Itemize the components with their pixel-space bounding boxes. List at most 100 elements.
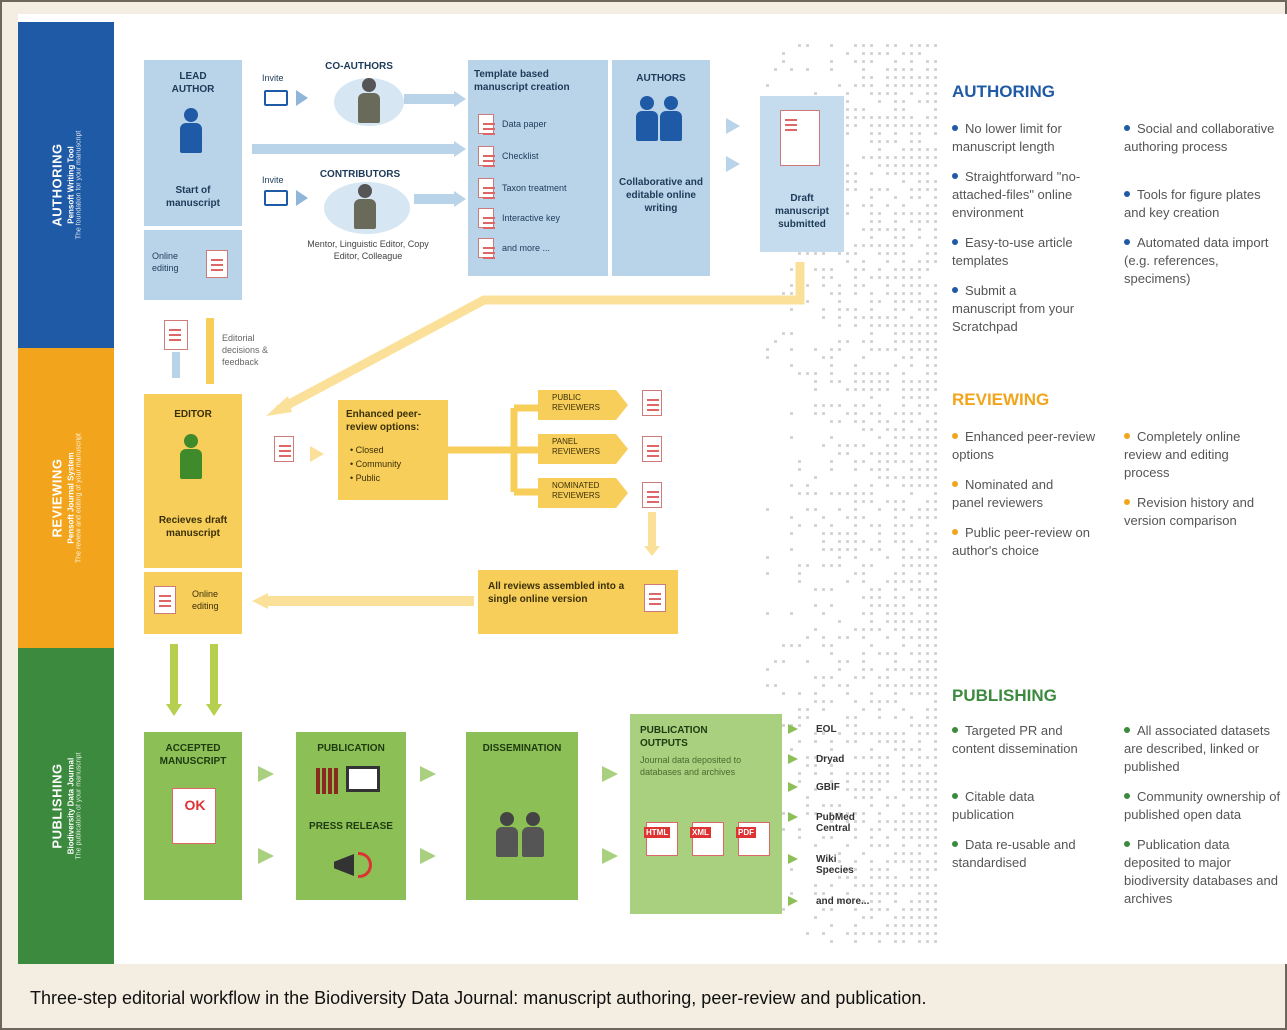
reviewers-tag-1-point — [616, 390, 628, 420]
reviewers-tag-2-point — [616, 434, 628, 464]
collab-label: Collaborative and editable online writin… — [619, 177, 703, 214]
accepted-box: ACCEPTED MANUSCRIPT OK — [144, 732, 242, 900]
reviewing-band-desc: The review and editing of your manuscrip… — [75, 433, 83, 563]
target-dryad: Dryad — [816, 754, 845, 765]
online-editing-box-a: Online editing — [144, 230, 242, 300]
audience-icon-2 — [522, 812, 544, 857]
authors-label: AUTHORS — [636, 73, 686, 84]
html-format-label: HTML — [644, 827, 671, 838]
down-arrow-to-editor — [172, 352, 180, 378]
publishing-heading: PUBLISHING — [952, 686, 1057, 705]
press-label: PRESS RELEASE — [309, 821, 393, 832]
draft-label: Draft manuscript submitted — [775, 193, 829, 230]
editor-label: EDITOR — [174, 409, 212, 420]
lead-author-box: LEAD AUTHOR Start of manuscript — [144, 60, 242, 226]
flow-arrowhead-contributors — [454, 191, 466, 207]
authoring-col2-text-3: Automated data import (e.g. references, … — [1124, 235, 1269, 286]
authoring-heading: AUTHORING — [952, 82, 1055, 101]
reviewing-col2-item-1: Completely online review and editing pro… — [1124, 428, 1274, 482]
outputs-desc: Journal data deposited to databases and … — [640, 755, 742, 777]
template-doc-icon-2 — [478, 146, 495, 166]
authoring-col1-item-4: Submit a manuscript from your Scratchpad — [952, 282, 1082, 336]
up-arrow-feedback — [206, 318, 214, 384]
target-more: and more... — [816, 896, 870, 907]
authoring-col1-item-2: Straightforward "no-attached-files" onli… — [952, 168, 1102, 222]
reviewers-label-1: PUBLIC REVIEWERS — [552, 393, 601, 412]
reviews-down-arrowhead — [644, 546, 660, 556]
flow-arrow-contributors — [414, 194, 456, 204]
co-author-person-icon — [358, 78, 380, 123]
online-editing-label-a: Online editing — [152, 251, 179, 273]
authoring-col1-item-3: Easy-to-use article templates — [952, 234, 1102, 270]
reviewing-col1-item-3: Public peer-review on author's choice — [952, 524, 1102, 560]
dot-pattern — [766, 44, 937, 943]
reviews-to-editor-arrowhead — [252, 593, 268, 609]
pub-arrow-1a — [258, 766, 274, 782]
authors-icon-2 — [660, 96, 682, 141]
outputs-box: PUBLICATION OUTPUTS Journal data deposit… — [630, 714, 782, 914]
reviewing-col1-text-2: Nominated and panel reviewers — [952, 477, 1054, 510]
template-item-1: Data paper — [502, 119, 547, 129]
pub-arrow-2a — [420, 766, 436, 782]
reviews-down-line — [648, 512, 656, 546]
reviewing-band-tool: Pensoft Journal System — [66, 452, 76, 544]
editorial-label: Editorial decisions & feedback — [222, 333, 269, 367]
pdf-format-label: PDF — [736, 827, 756, 838]
publishing-col1-item-3: Data re-usable and standardised — [952, 836, 1112, 872]
review-edit-document-icon — [154, 586, 176, 614]
reviewing-col1-text-3: Public peer-review on author's choice — [952, 525, 1091, 558]
target-arrow-4 — [788, 812, 798, 822]
all-reviews-doc-icon — [644, 584, 666, 612]
flow-arrowhead-main — [454, 141, 466, 157]
envelope-icon-1 — [264, 90, 288, 106]
reviewing-band-title: REVIEWING — [49, 458, 65, 538]
options-title: Enhanced peer-review options: — [346, 409, 422, 433]
publishing-col2-item-3: Publication data deposited to major biod… — [1124, 836, 1286, 908]
dissemination-box: DISSEMINATION — [466, 732, 578, 900]
reviewers-tag-2: PANEL REVIEWERS — [538, 434, 616, 464]
publishing-col2-text-2: Community ownership of published open da… — [1124, 789, 1281, 822]
publishing-col2-text-1: All associated datasets are described, l… — [1124, 723, 1270, 774]
html-file-icon: HTML — [644, 822, 678, 856]
authoring-col1-text-3: Easy-to-use article templates — [952, 235, 1073, 268]
pub-arrow-3b — [602, 848, 618, 864]
reviewing-heading: REVIEWING — [952, 390, 1050, 409]
authoring-col2-item-2: Tools for figure plates and key creation — [1124, 186, 1284, 222]
authoring-band-title: AUTHORING — [49, 143, 65, 227]
accepted-label: ACCEPTED MANUSCRIPT — [159, 743, 227, 767]
authoring-col2-item-1: Social and collaborative authoring proce… — [1124, 120, 1284, 156]
template-doc-icon-4 — [478, 208, 495, 228]
flow-arrowhead-coauthors — [454, 91, 466, 107]
draft-to-editor-arrow — [266, 262, 805, 416]
envelope-icon-2 — [264, 190, 288, 206]
contributor-person-icon — [354, 184, 376, 229]
options-box: Enhanced peer-review options: • Closed •… — [338, 400, 448, 500]
reviewers-tag-3: NOMINATED REVIEWERS — [538, 478, 616, 508]
ok-document-icon: OK — [172, 788, 216, 844]
publishing-band-desc: The publication of your manuscript — [75, 752, 83, 860]
flow-arrow-coauthors — [404, 94, 456, 104]
co-authors-label: CO-AUTHORS — [325, 61, 393, 72]
publishing-col2-text-3: Publication data deposited to major biod… — [1124, 837, 1278, 906]
down-arrowhead-accept-2 — [206, 704, 222, 716]
reviewers-tag-1: PUBLIC REVIEWERS — [538, 390, 616, 420]
template-box: Template based manuscript creation Data … — [468, 60, 608, 276]
authoring-band-tool: Pensoft Writing Tool — [66, 146, 76, 224]
reviewing-col1-item-1: Enhanced peer-review options — [952, 428, 1102, 464]
template-item-2: Checklist — [502, 151, 539, 161]
template-item-5: and more ... — [502, 243, 551, 253]
reviewing-col1-item-2: Nominated and panel reviewers — [952, 476, 1082, 512]
option-3-text: Public — [355, 473, 381, 483]
review-copies-icon — [274, 436, 294, 462]
target-arrow-3 — [788, 782, 798, 792]
target-gbif: GBIF — [816, 782, 840, 793]
contributors-label: CONTRIBUTORS — [319, 169, 401, 180]
audience-icon — [496, 812, 518, 857]
figure-caption: Three-step editorial workflow in the Bio… — [30, 988, 927, 1008]
publishing-col1-text-3: Data re-usable and standardised — [952, 837, 1076, 870]
publishing-col1-text-2: Citable data publication — [952, 789, 1035, 822]
ok-label: OK — [184, 797, 206, 813]
